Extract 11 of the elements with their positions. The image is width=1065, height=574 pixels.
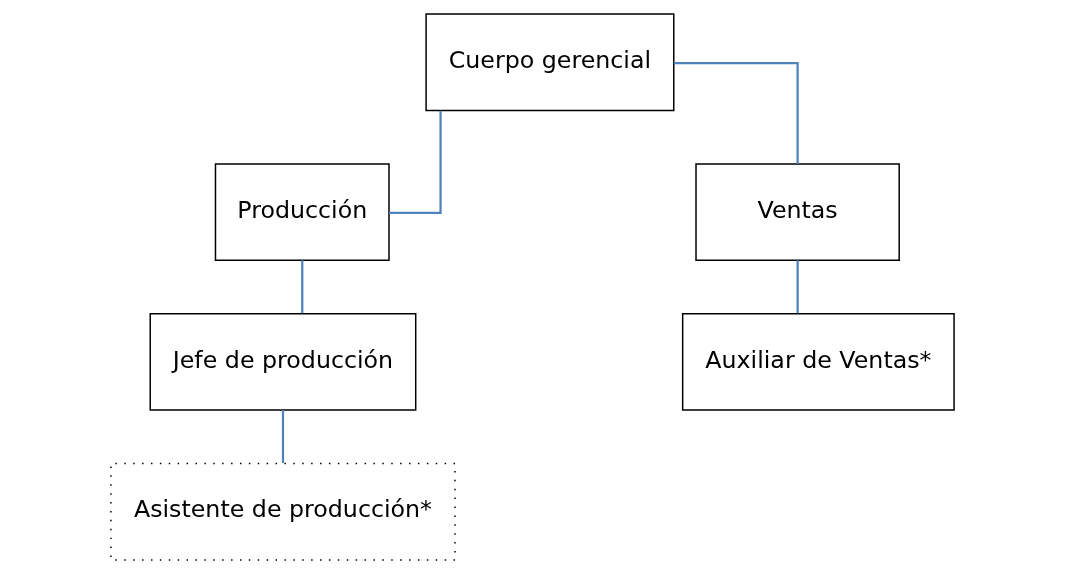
node-box: Asistente de producción* bbox=[110, 462, 456, 561]
connector bbox=[796, 260, 799, 314]
connector bbox=[281, 410, 285, 464]
node-box: Producción bbox=[214, 163, 390, 262]
node-box: Ventas bbox=[695, 163, 900, 262]
node-box: Auxiliar de Ventas* bbox=[681, 312, 955, 411]
node-box: Cuerpo gerencial bbox=[425, 13, 675, 112]
connector bbox=[301, 260, 304, 314]
connector bbox=[389, 110, 442, 214]
node-box: Jefe de producción bbox=[149, 312, 417, 411]
connector bbox=[673, 61, 799, 164]
